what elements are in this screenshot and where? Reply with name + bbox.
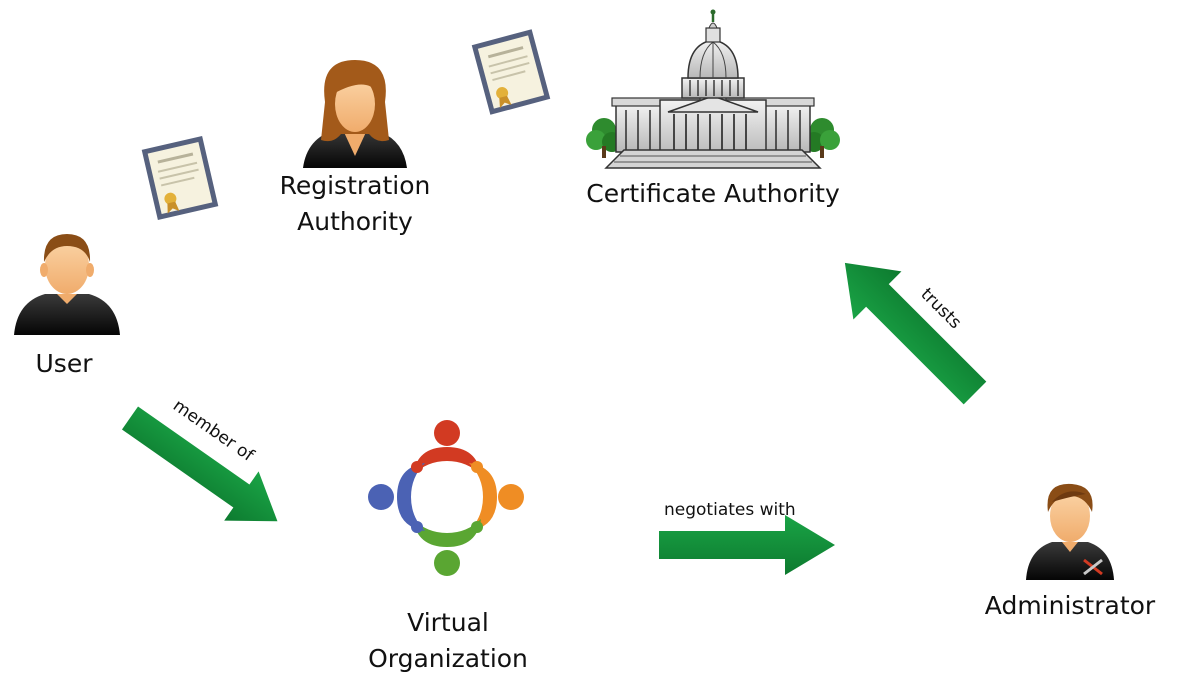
certificate-authority-text: Certificate Authority xyxy=(586,179,840,208)
virtual-organization-label: Virtual Organization xyxy=(348,605,548,677)
registration-authority-label: Registration Authority xyxy=(255,168,455,240)
registration-authority-line2: Authority xyxy=(297,207,413,236)
group-circle-icon[interactable] xyxy=(368,420,524,576)
capitol-building-icon[interactable] xyxy=(586,9,840,169)
user-person-icon[interactable] xyxy=(14,234,120,335)
administrator-text: Administrator xyxy=(984,591,1156,620)
administrator-label: Administrator xyxy=(970,588,1170,624)
negotiates-with-arrow xyxy=(659,515,835,575)
negotiates-with-label: negotiates with xyxy=(664,500,796,520)
user-label-text: User xyxy=(35,349,93,378)
certificate-document-icon[interactable] xyxy=(471,29,551,115)
certificate-authority-label: Certificate Authority xyxy=(563,176,863,212)
trusts-arrow xyxy=(844,262,987,405)
registration-authority-person-icon[interactable] xyxy=(303,60,407,168)
user-label: User xyxy=(14,346,114,382)
member-of-arrow xyxy=(121,406,278,522)
tools-icon xyxy=(1083,558,1103,576)
virtual-organization-line2: Organization xyxy=(368,644,528,673)
certificate-document-icon[interactable] xyxy=(141,135,219,221)
virtual-organization-line1: Virtual xyxy=(407,608,489,637)
registration-authority-line1: Registration xyxy=(279,171,431,200)
administrator-person-icon[interactable] xyxy=(1026,483,1114,580)
